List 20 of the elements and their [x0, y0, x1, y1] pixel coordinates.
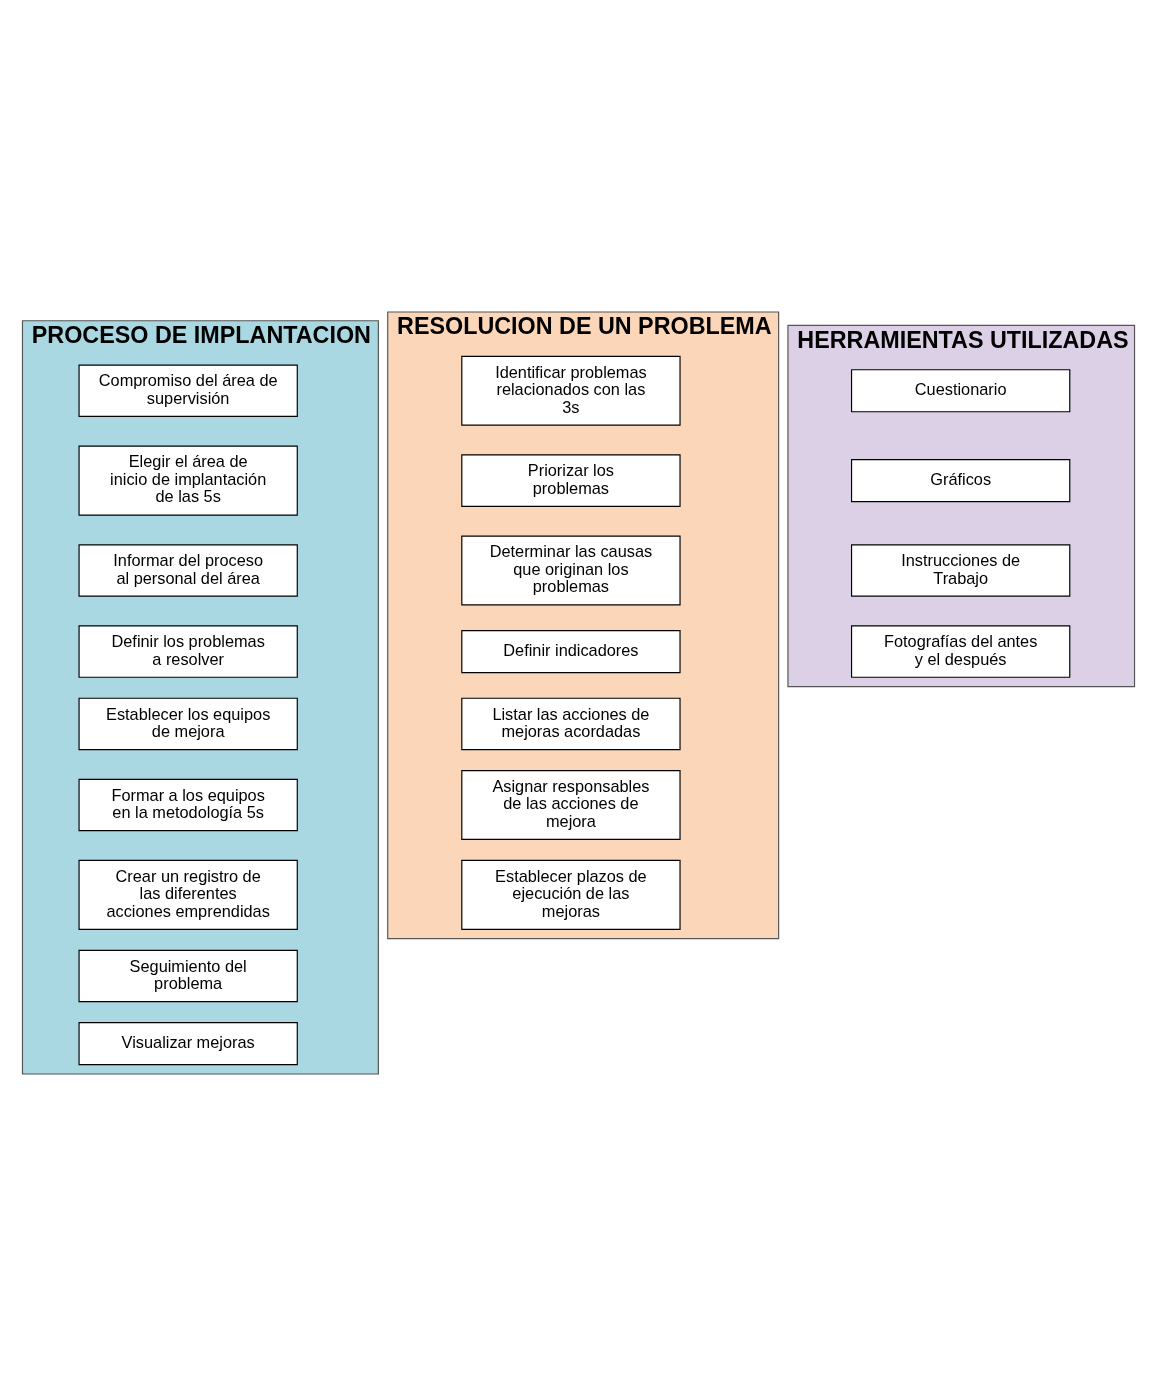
node-box: Visualizar mejoras	[78, 1022, 298, 1066]
node-box: Definir los problemas a resolver	[78, 625, 298, 678]
node-box: Informar del proceso al personal del área	[78, 544, 298, 597]
node-box: Cuestionario	[850, 369, 1071, 413]
node-box: Gráficos	[850, 459, 1071, 503]
node-box: Asignar responsables de las acciones de mejora	[461, 770, 681, 841]
node-box: Listar las acciones de mejoras acordadas	[461, 697, 681, 751]
node-box: Formar a los equipos en la metodología 5s	[78, 778, 298, 832]
node-box: Elegir el área de inicio de implantación de las 5s	[78, 445, 298, 516]
node-box: Fotografías del antes y el después	[850, 625, 1071, 678]
node-box: Compromiso del área de supervisión	[78, 364, 298, 418]
node-box: Instrucciones de Trabajo	[850, 544, 1071, 597]
node-box: Identificar problemas relacionados con las 3s	[461, 355, 681, 426]
node-box: Definir indicadores	[461, 630, 681, 674]
node-box: Crear un registro de las diferentes acciones emprendidas	[78, 859, 298, 930]
node-box: Determinar las causas que originan los problemas	[461, 535, 681, 606]
node-box: Seguimiento del problema	[78, 949, 298, 1003]
node-box: Establecer plazos de ejecución de las mejoras	[461, 859, 681, 930]
node-box: Priorizar los problemas	[461, 454, 681, 507]
node-box: Establecer los equipos de mejora	[78, 697, 298, 751]
